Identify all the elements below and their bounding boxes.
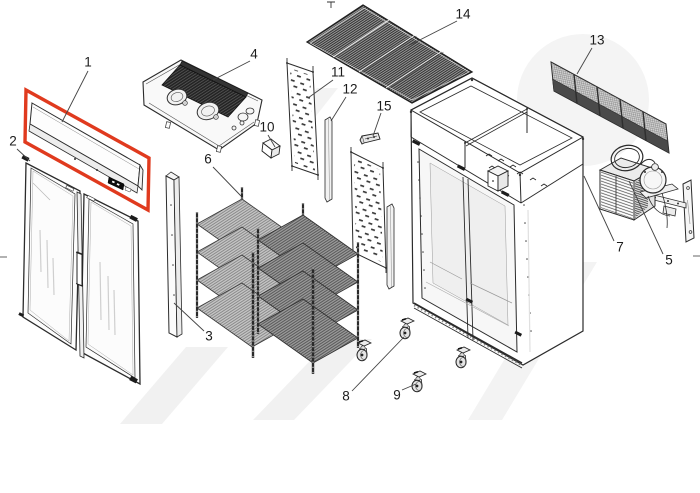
- caster-3[interactable]: [455, 346, 471, 369]
- deck-feet: [165, 119, 260, 153]
- top-deck-marks: [485, 153, 548, 187]
- leader-line-3: [173, 302, 205, 332]
- leader-line-10: [267, 134, 276, 148]
- part-7-cabinet-body[interactable]: [409, 77, 585, 369]
- left-door: [22, 161, 81, 352]
- part-label-12[interactable]: 12: [342, 82, 357, 97]
- refrigerant-tubes: [640, 158, 671, 229]
- edge-marks: [0, 1, 700, 258]
- wall-shading: [527, 209, 531, 353]
- part-11-perforated-panel-b[interactable]: [350, 147, 387, 273]
- part-12-trim-bar-a[interactable]: [324, 116, 333, 203]
- control-display: [107, 176, 132, 193]
- hinge-brackets: [411, 139, 523, 337]
- part-label-15[interactable]: 15: [376, 99, 391, 114]
- leader-line-1: [61, 70, 89, 123]
- part-label-7[interactable]: 7: [616, 240, 624, 255]
- part-label-14[interactable]: 14: [455, 7, 471, 22]
- selection-highlight-box: [23, 87, 151, 213]
- bottom-kick-rail: [413, 302, 523, 369]
- condenser-fin-block: [161, 60, 249, 118]
- compressor: [639, 163, 667, 194]
- part-10-small-box[interactable]: [261, 138, 281, 159]
- part-15-mounting-bracket[interactable]: [359, 132, 381, 145]
- leader-line-12: [330, 96, 347, 122]
- leader-line-9: [401, 383, 417, 391]
- part-label-13[interactable]: 13: [589, 33, 604, 48]
- part-1-header-panel[interactable]: [23, 87, 151, 213]
- part-label-4[interactable]: 4: [250, 47, 258, 62]
- part-label-11[interactable]: 11: [331, 65, 345, 80]
- leader-line-7: [583, 175, 615, 242]
- right-door: [80, 192, 141, 386]
- part-label-6[interactable]: 6: [204, 152, 212, 167]
- part-label-10[interactable]: 10: [259, 120, 274, 135]
- caster-1[interactable]: [356, 339, 372, 362]
- deck-fan-2: [196, 101, 220, 121]
- electrical-box: [486, 165, 510, 192]
- cabinet-front-opening: [418, 148, 518, 353]
- part-14-top-wire-grille[interactable]: [305, 4, 474, 104]
- caster-4[interactable]: [411, 370, 427, 393]
- part-11-perforated-panel-a[interactable]: [286, 58, 319, 180]
- leader-line-15: [372, 112, 382, 137]
- part-12-trim-bar-b[interactable]: [386, 203, 395, 290]
- part-label-8[interactable]: 8: [342, 389, 350, 404]
- part-13-louver-grille[interactable]: [550, 61, 670, 154]
- part-3-side-trim-strip[interactable]: [165, 171, 183, 338]
- mounting-plate: [682, 179, 695, 243]
- part-label-5[interactable]: 5: [665, 253, 673, 268]
- leader-line-5: [628, 180, 664, 255]
- caster-2[interactable]: [399, 317, 415, 340]
- leader-line-8: [351, 336, 405, 392]
- frame-bolts: [409, 78, 585, 177]
- part-label-9[interactable]: 9: [393, 388, 401, 403]
- part-label-3[interactable]: 3: [205, 329, 213, 344]
- leader-lines: [16, 20, 664, 392]
- leader-line-6: [212, 166, 242, 197]
- leader-line-11: [307, 79, 334, 99]
- part-8-9-casters[interactable]: [356, 317, 471, 393]
- shelf-rack-back: [256, 203, 360, 374]
- part-label-2[interactable]: 2: [9, 134, 17, 149]
- door-hinges: [18, 154, 138, 384]
- deck-fan: [166, 88, 188, 106]
- part-label-1[interactable]: 1: [84, 55, 92, 70]
- deck-compressor-fittings: [231, 107, 255, 131]
- leader-line-2: [16, 148, 31, 162]
- fan-ring: [610, 144, 644, 172]
- leader-line-4: [212, 60, 251, 81]
- leader-line-14: [405, 20, 458, 48]
- leader-line-13: [576, 47, 593, 75]
- part-5-condenser-assembly[interactable]: [598, 142, 695, 243]
- part-6-wire-shelving[interactable]: [195, 187, 360, 374]
- part-2-glass-doors[interactable]: [18, 154, 141, 386]
- door-handle: [75, 251, 84, 287]
- part-4-condensing-unit-deck[interactable]: [142, 59, 263, 153]
